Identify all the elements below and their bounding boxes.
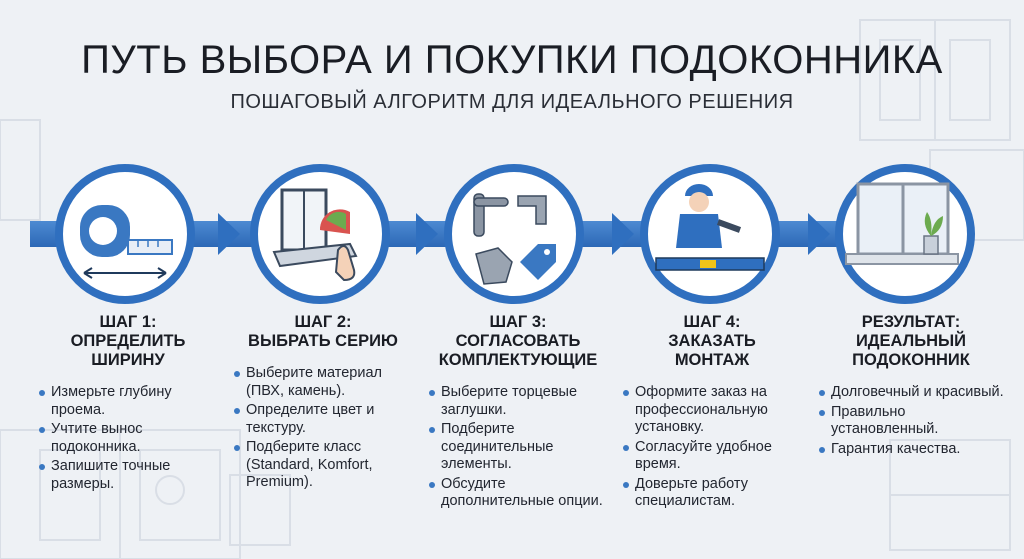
step-items: Измерьте глубину проема.Учтите вынос под… — [38, 384, 218, 493]
step-title-line: РЕЗУЛЬТАТ: — [861, 313, 961, 331]
step-title-line: ШАГ 3: — [489, 313, 547, 331]
list-item: Запишите точные размеры. — [38, 458, 218, 493]
list-item: Долговечный и красивый. — [818, 384, 1004, 402]
list-item: Оформите заказ на профессиональную устан… — [622, 384, 802, 437]
list-item: Доверьте работу специалистам. — [622, 476, 802, 511]
installer-icon — [655, 184, 765, 271]
step-2: ШАГ 2:ВЫБРАТЬ СЕРИЮ Выберите материал (П… — [233, 313, 413, 494]
accessories-icon — [473, 193, 556, 285]
step-items: Долговечный и красивый. Правильно установ… — [818, 384, 1004, 458]
arrow-right-icon — [218, 213, 240, 255]
step-items: Выберите торцевые заглушки.Подберите сое… — [428, 384, 608, 511]
page-title: ПУТЬ ВЫБОРА И ПОКУПКИ ПОДОКОННИКА — [81, 38, 943, 82]
step-title-line: ВЫБРАТЬ СЕРИЮ — [248, 332, 398, 350]
list-item: Определите цвет и текстуру. — [233, 402, 413, 437]
step-title: ШАГ 2:ВЫБРАТЬ СЕРИЮ — [233, 313, 413, 351]
list-item: Измерьте глубину проема. — [38, 384, 218, 419]
step-title-line: ИДЕАЛЬНЫЙ — [855, 332, 967, 350]
list-item: Выберите материал (ПВХ, камень). — [233, 365, 413, 400]
step-title-line: СОГЛАСОВАТЬ — [455, 332, 581, 350]
process-flow — [30, 164, 975, 304]
step-circle-5 — [835, 164, 975, 304]
list-item: Согласуйте удобное время. — [622, 439, 802, 474]
list-item: Выберите торцевые заглушки. — [428, 384, 608, 419]
window-sample-icon — [272, 188, 358, 282]
step-title-line: ШАГ 4: — [683, 313, 741, 331]
step-circle-1 — [55, 164, 195, 304]
page-subtitle: ПОШАГОВЫЙ АЛГОРИТМ ДЛЯ ИДЕАЛЬНОГО РЕШЕНИ… — [230, 91, 794, 113]
step-title-line: МОНТАЖ — [674, 351, 750, 369]
list-item: Учтите вынос подоконника. — [38, 421, 218, 456]
step-title-line: ПОДОКОННИК — [852, 351, 970, 369]
step-title-line: ОПРЕДЕЛИТЬ — [70, 332, 186, 350]
list-item: Подберите класс (Standard, Komfort, Prem… — [233, 439, 413, 492]
finished-window-icon — [845, 182, 959, 265]
arrow-right-icon — [808, 213, 830, 255]
list-item: Подберите соединительные элементы. — [428, 421, 608, 474]
step-title-line: КОМПЛЕКТУЮЩИЕ — [438, 351, 598, 369]
list-item: Гарантия качества. — [818, 441, 1004, 459]
step-circle-4 — [640, 164, 780, 304]
tape-measure-icon — [80, 205, 173, 279]
step-circle-2 — [250, 164, 390, 304]
list-item: Обсудите дополнительные опции. — [428, 476, 608, 511]
step-circle-3 — [444, 164, 584, 304]
step-items: Выберите материал (ПВХ, камень).Определи… — [233, 365, 413, 492]
step-title-line: ЗАКАЗАТЬ — [668, 332, 756, 350]
arrow-right-icon — [416, 213, 438, 255]
step-items: Оформите заказ на профессиональную устан… — [622, 384, 802, 511]
step-title-line: ШАГ 2: — [294, 313, 352, 331]
arrow-right-icon — [612, 213, 634, 255]
step-title-line: ШАГ 1: — [99, 313, 157, 331]
step-title-line: ШИРИНУ — [91, 351, 165, 369]
list-item: Правильно установленный. — [818, 404, 1004, 439]
